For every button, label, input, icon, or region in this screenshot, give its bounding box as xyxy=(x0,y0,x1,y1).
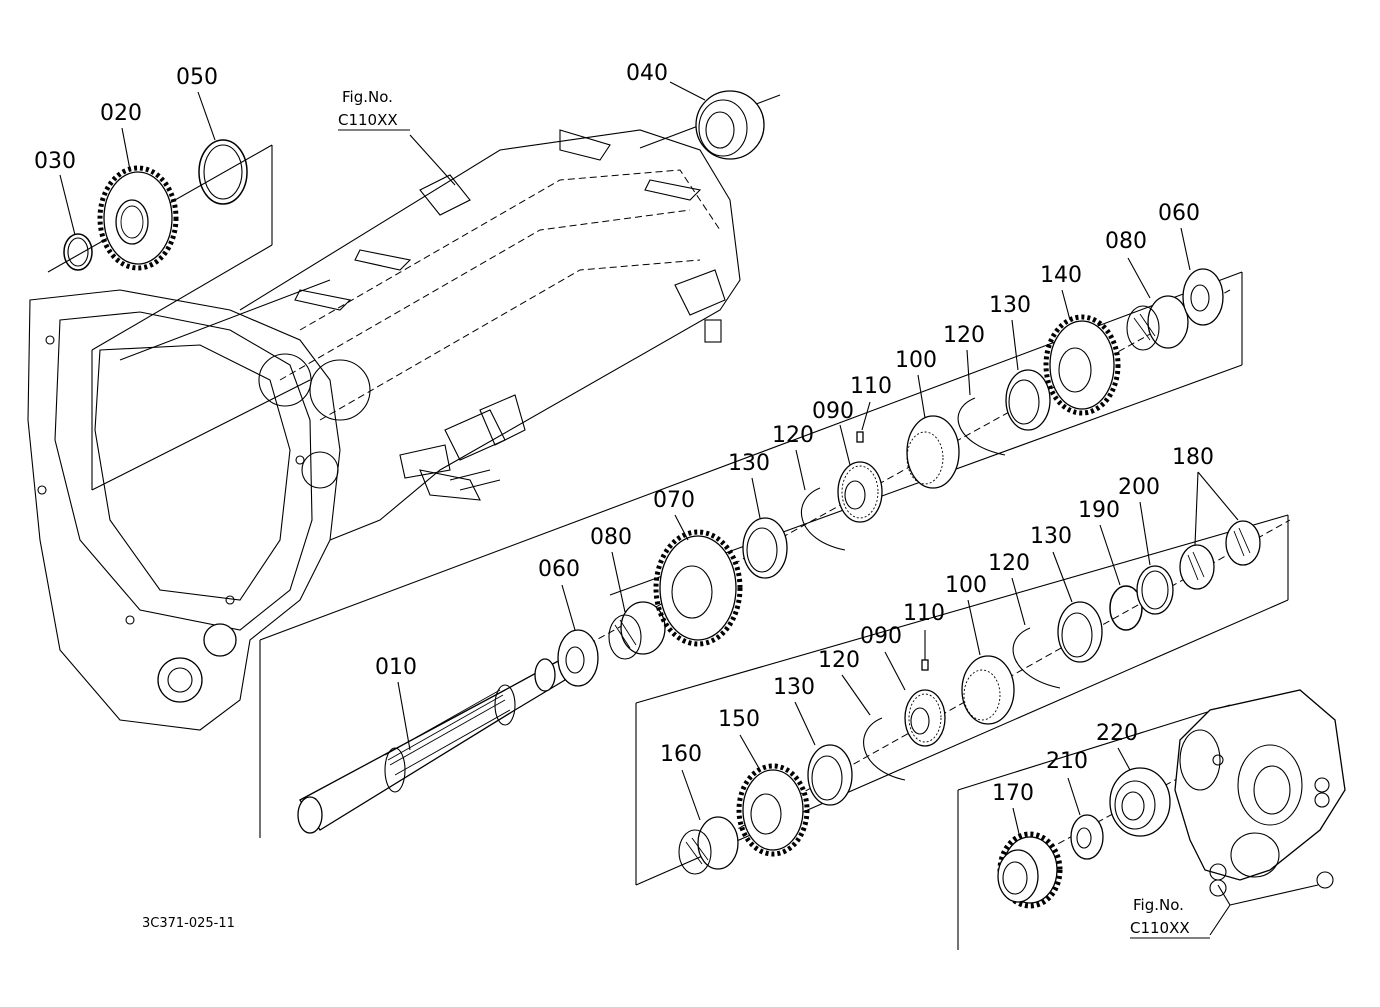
callout-090-b: 090 xyxy=(860,624,902,649)
callout-120-b: 120 xyxy=(943,323,985,348)
needle-bearing-080-lower xyxy=(608,601,666,660)
callout-120-c: 120 xyxy=(818,648,860,673)
gear-020 xyxy=(97,165,179,271)
washer-060-lower xyxy=(557,629,599,687)
gear-140 xyxy=(1043,314,1121,416)
diagram-code: 3C371-025-11 xyxy=(142,916,235,931)
synchro-ring-130-a xyxy=(742,517,788,579)
callout-040: 040 xyxy=(626,61,668,86)
shaft-010 xyxy=(297,658,566,834)
hub-090-b xyxy=(904,689,946,747)
callout-060-upper: 060 xyxy=(1158,201,1200,226)
synchro-ring-130-d xyxy=(1057,601,1103,663)
spring-120-a xyxy=(800,487,846,551)
fig-ref-line1: Fig.No. xyxy=(342,88,393,106)
spring-120-c xyxy=(863,717,906,781)
needle-bearing-180-b xyxy=(1225,520,1261,566)
callout-050: 050 xyxy=(176,65,218,90)
callout-180: 180 xyxy=(1172,445,1214,470)
callout-090-a: 090 xyxy=(812,399,854,424)
snap-ring-050 xyxy=(198,139,248,205)
callout-220: 220 xyxy=(1096,721,1138,746)
callout-080-upper: 080 xyxy=(1105,229,1147,254)
callout-110-a: 110 xyxy=(850,374,892,399)
key-110-b xyxy=(921,659,929,671)
synchro-ring-130-b xyxy=(1005,369,1051,431)
fig-ref-line1: Fig.No. xyxy=(1133,896,1184,914)
callout-140: 140 xyxy=(1040,263,1082,288)
bearing-040 xyxy=(695,90,765,160)
gear-170 xyxy=(997,831,1063,909)
gear-150 xyxy=(736,763,810,857)
callout-200: 200 xyxy=(1118,475,1160,500)
spring-120-b xyxy=(957,397,1006,456)
callout-160: 160 xyxy=(660,742,702,767)
washer-060-upper xyxy=(1182,268,1224,326)
callout-130-c: 130 xyxy=(773,675,815,700)
callout-110-b: 110 xyxy=(903,601,945,626)
fig-ref-line2: C110XX xyxy=(338,111,398,129)
callout-060-lower: 060 xyxy=(538,557,580,582)
ring-030 xyxy=(63,233,93,271)
callout-130-d: 130 xyxy=(1030,524,1072,549)
callout-130-a: 130 xyxy=(728,451,770,476)
leader-lines xyxy=(59,81,1319,936)
key-110-a xyxy=(856,431,864,443)
callout-020: 020 xyxy=(100,101,142,126)
needle-bearing-160 xyxy=(678,816,739,875)
bearing-retainer-cover xyxy=(1174,689,1346,897)
sleeve-100-b xyxy=(961,655,1015,725)
synchro-ring-130-c xyxy=(807,744,853,806)
callout-100-a: 100 xyxy=(895,348,937,373)
callout-080-lower: 080 xyxy=(590,525,632,550)
callout-labels: 030 020 050 040 010 060 080 070 130 120 … xyxy=(34,61,1214,806)
callout-190: 190 xyxy=(1078,498,1120,523)
washer-210 xyxy=(1070,814,1104,860)
callout-130-b: 130 xyxy=(989,293,1031,318)
spring-120-d xyxy=(1012,627,1061,689)
snap-ring-190 xyxy=(1109,585,1143,631)
needle-bearing-180-a xyxy=(1179,544,1215,590)
callout-150: 150 xyxy=(718,707,760,732)
washer-200 xyxy=(1136,565,1174,615)
hub-090-a xyxy=(837,461,883,523)
needle-bearing-080-upper xyxy=(1126,295,1189,351)
gear-070 xyxy=(653,529,743,647)
callout-010: 010 xyxy=(375,655,417,680)
sleeve-100-a xyxy=(906,415,960,489)
callout-120-a: 120 xyxy=(772,423,814,448)
bearing-220 xyxy=(1109,767,1171,837)
callout-030: 030 xyxy=(34,149,76,174)
fig-ref-line2: C110XX xyxy=(1130,919,1190,937)
transmission-housing xyxy=(27,129,741,731)
callout-070: 070 xyxy=(653,488,695,513)
callout-100-b: 100 xyxy=(945,573,987,598)
fig-reference-bottom: Fig.No. C110XX xyxy=(1130,896,1210,939)
callout-170: 170 xyxy=(992,781,1034,806)
callout-120-d: 120 xyxy=(988,551,1030,576)
fig-reference-top: Fig.No. C110XX xyxy=(338,88,410,131)
callout-210: 210 xyxy=(1046,749,1088,774)
